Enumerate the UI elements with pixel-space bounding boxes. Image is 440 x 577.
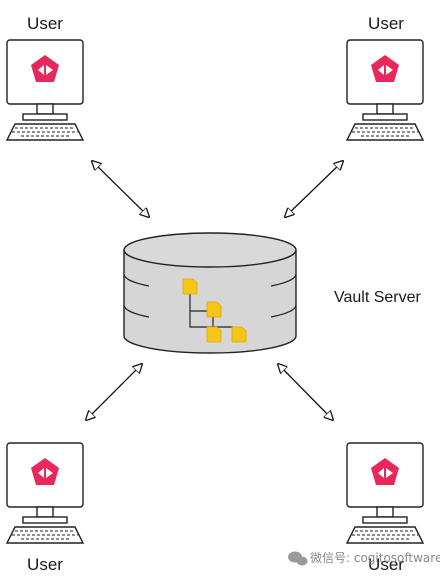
user-computer-top-right xyxy=(346,39,424,141)
user-label-top-right: User xyxy=(368,14,404,33)
user-label-bottom-right: User xyxy=(368,555,404,574)
folder-tree-icon xyxy=(182,278,247,343)
user-label-bottom-left: User xyxy=(27,555,63,574)
user-computer-bottom-left xyxy=(6,442,84,544)
user-label-top-left: User xyxy=(27,14,63,33)
watermark: 微信号: cogitosoftware xyxy=(288,551,440,566)
wechat-icon xyxy=(288,551,308,566)
database-icon xyxy=(123,232,297,354)
watermark-text: 微信号: cogitosoftware xyxy=(310,551,440,565)
user-computer-top-left xyxy=(6,39,84,141)
user-computer-bottom-right xyxy=(346,442,424,544)
arrow-bottom-left xyxy=(86,364,142,420)
arrow-top-left xyxy=(92,161,149,217)
arrow-bottom-right xyxy=(278,364,333,420)
server-label: Vault Server xyxy=(334,289,422,306)
arrow-top-right xyxy=(285,161,343,217)
